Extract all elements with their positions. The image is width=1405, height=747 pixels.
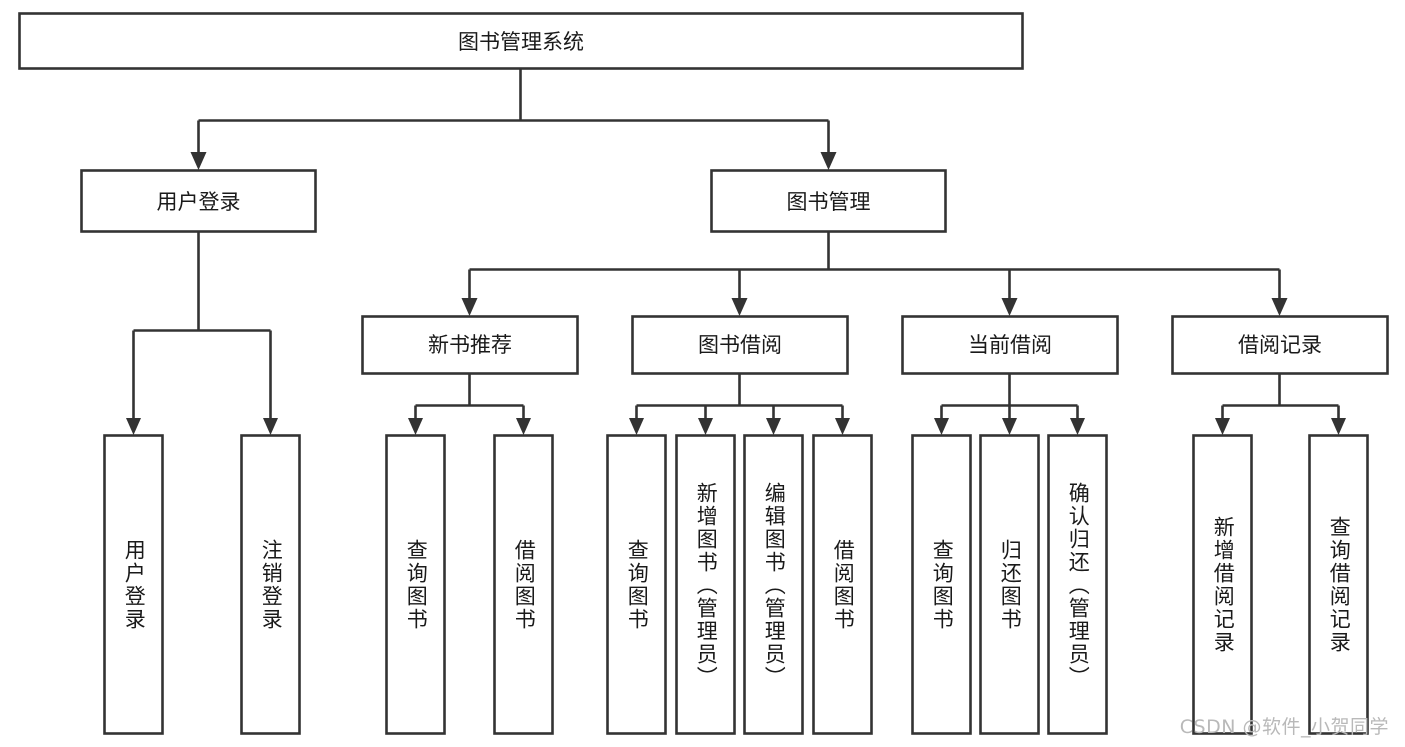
arrow-leaf-logout — [263, 418, 278, 435]
node-leaf-nb-query-box[interactable] — [385, 434, 446, 735]
node-user-login-label: 用户登录 — [157, 190, 241, 214]
arrow-leaf-bb-borrow — [835, 418, 850, 435]
arrow-leaf-bb-query — [629, 418, 644, 435]
arrow-leaf-cb-return — [1002, 418, 1017, 435]
node-new-book[interactable]: 新书推荐 — [361, 315, 579, 375]
node-current-borrow[interactable]: 当前借阅 — [901, 315, 1119, 375]
node-leaf-user-login-box[interactable] — [103, 434, 164, 735]
node-borrow-record-label: 借阅记录 — [1238, 333, 1322, 357]
node-leaf-cb-confirm-box[interactable] — [1047, 434, 1108, 735]
arrow-leaf-user-login — [126, 418, 141, 435]
arrow-leaf-bb-edit — [766, 418, 781, 435]
node-book-borrow-label: 图书借阅 — [698, 333, 782, 357]
arrow-leaf-cb-confirm — [1070, 418, 1085, 435]
arrow-to-borrow — [731, 298, 748, 316]
node-user-login-box[interactable] — [80, 169, 317, 233]
leaf-boxes-group — [103, 434, 1369, 735]
node-root-label: 图书管理系统 — [458, 30, 584, 54]
arrow-to-new-book — [461, 298, 478, 316]
watermark-text: CSDN @软件_小贺同学 — [1179, 716, 1389, 738]
node-book-manage[interactable]: 图书管理 — [710, 169, 947, 233]
node-leaf-bb-edit-box[interactable] — [743, 434, 804, 735]
arrow-leaf-bb-add — [698, 418, 713, 435]
node-leaf-br-add-box[interactable] — [1192, 434, 1253, 735]
arrow-leaf-nb-query — [408, 418, 423, 435]
node-current-borrow-label: 当前借阅 — [968, 333, 1052, 357]
node-leaf-bb-borrow-box[interactable] — [812, 434, 873, 735]
node-new-book-box[interactable] — [361, 315, 579, 375]
node-book-manage-box[interactable] — [710, 169, 947, 233]
arrow-leaf-br-add — [1215, 418, 1230, 435]
node-leaf-bb-query-box[interactable] — [606, 434, 667, 735]
arrow-to-book-manage — [820, 152, 837, 170]
node-leaf-nb-borrow-box[interactable] — [493, 434, 554, 735]
node-current-borrow-box[interactable] — [901, 315, 1119, 375]
node-book-manage-label: 图书管理 — [787, 190, 871, 214]
arrow-to-record — [1271, 298, 1288, 316]
connectors-group — [126, 68, 1346, 435]
node-user-login[interactable]: 用户登录 — [80, 169, 317, 233]
node-leaf-logout-box[interactable] — [240, 434, 301, 735]
node-book-borrow-box[interactable] — [631, 315, 849, 375]
arrow-leaf-nb-borrow — [516, 418, 531, 435]
arrow-to-current — [1001, 298, 1018, 316]
node-root[interactable]: 图书管理系统 — [18, 12, 1024, 70]
node-leaf-bb-add-box[interactable] — [675, 434, 736, 735]
arrow-to-user-login — [190, 152, 207, 170]
node-root-box[interactable] — [18, 12, 1024, 70]
node-borrow-record-box[interactable] — [1171, 315, 1389, 375]
node-leaf-cb-query-box[interactable] — [911, 434, 972, 735]
node-leaf-br-query-box[interactable] — [1308, 434, 1369, 735]
node-new-book-label: 新书推荐 — [428, 333, 512, 357]
node-borrow-record[interactable]: 借阅记录 — [1171, 315, 1389, 375]
arrow-leaf-br-query — [1331, 418, 1346, 435]
node-book-borrow[interactable]: 图书借阅 — [631, 315, 849, 375]
node-leaf-cb-return-box[interactable] — [979, 434, 1040, 735]
arrow-leaf-cb-query — [934, 418, 949, 435]
